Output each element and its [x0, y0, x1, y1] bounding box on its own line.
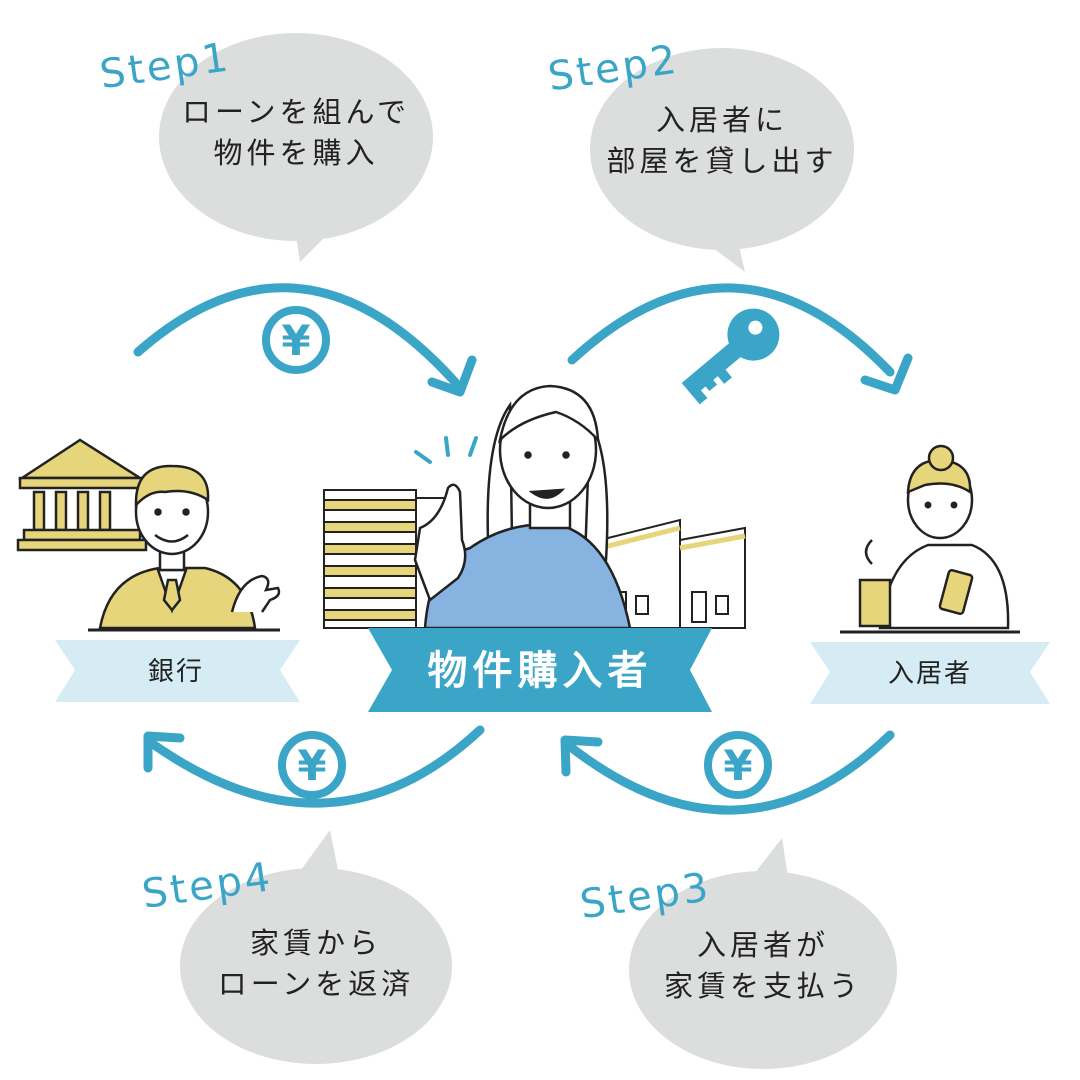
bank-ribbon: 銀行 — [55, 640, 300, 702]
step2-bubble: 入居者に 部屋を貸し出す — [590, 48, 854, 272]
buyer-label: 物件購入者 — [428, 648, 653, 694]
step1-bubble: ローンを組んで 物件を購入 — [159, 33, 433, 262]
arrowhead-buyer-to-tenant — [860, 353, 913, 395]
step2-text-line1: 入居者に — [656, 103, 788, 137]
tenant-avatar — [840, 444, 1020, 634]
yen-icon: ¥ — [704, 731, 772, 799]
step4-bubble: 家賃から ローンを返済 — [180, 830, 452, 1064]
step1-text-line2: 物件を購入 — [213, 136, 378, 170]
arrow-tenant-to-buyer — [563, 730, 895, 815]
buyer-ribbon: 物件購入者 — [368, 628, 712, 712]
step3-text-line1: 入居者が — [697, 928, 829, 962]
key-icon — [681, 308, 780, 405]
bank-label: 銀行 — [148, 657, 204, 687]
arrow-buyer-to-tenant — [567, 283, 895, 377]
tenant-ribbon: 入居者 — [810, 642, 1050, 704]
svg-text:¥: ¥ — [281, 316, 310, 365]
step3-text-line2: 家賃を支払う — [664, 969, 862, 1003]
arrow-bank-to-buyer — [133, 283, 460, 387]
yen-icon: ¥ — [262, 306, 330, 374]
svg-text:¥: ¥ — [297, 741, 326, 790]
step4-text-line2: ローンを返済 — [218, 967, 415, 1001]
buyer-avatar — [413, 384, 632, 630]
arrowhead-bank-to-buyer — [427, 355, 477, 397]
arrowhead-tenant-to-buyer — [560, 735, 603, 777]
tenant-label: 入居者 — [888, 659, 972, 689]
arrowhead-buyer-to-bank — [143, 731, 185, 773]
bank-building-icon — [16, 438, 148, 552]
arrow-buyer-to-bank — [145, 725, 485, 808]
step2-text-line2: 部屋を貸し出す — [606, 144, 837, 178]
yen-icon: ¥ — [278, 731, 346, 799]
step4-text-line1: 家賃から — [250, 926, 382, 960]
step1-text-line1: ローンを組んで — [182, 95, 410, 129]
banker-avatar — [88, 464, 281, 632]
svg-text:¥: ¥ — [723, 741, 752, 790]
step3-bubble: 入居者が 家賃を支払う — [629, 838, 897, 1069]
sparkle-lines-icon — [414, 436, 478, 464]
